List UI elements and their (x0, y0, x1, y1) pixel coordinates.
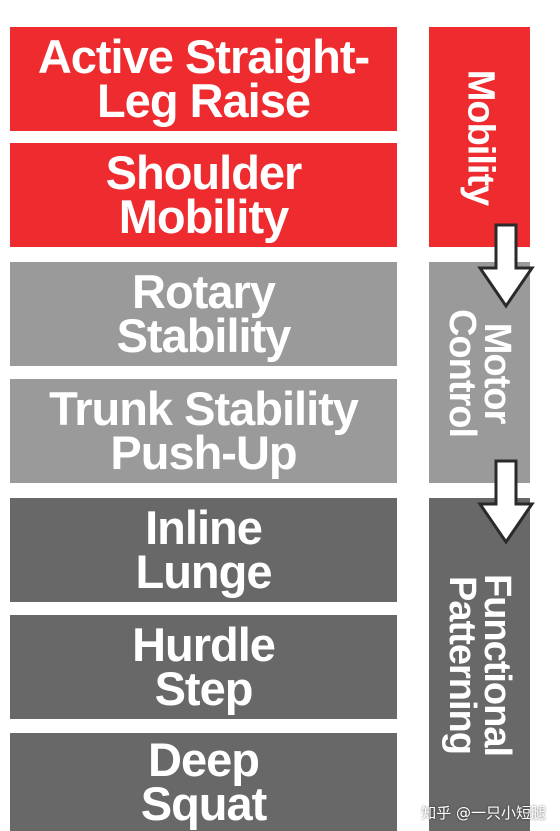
category-label: Mobility (459, 69, 502, 205)
down-arrow-icon (477, 223, 535, 309)
test-block-active-straight-leg-raise: Active Straight- Leg Raise (10, 27, 397, 131)
test-label: Shoulder Mobility (105, 146, 303, 243)
test-block-trunk-stability-push-up: Trunk Stability Push-Up (10, 379, 397, 483)
test-label: Rotary Stability (116, 265, 292, 362)
watermark: 知乎 @一只小短腿 (421, 804, 546, 822)
category-functional-patterning: Functional Patterning (429, 498, 530, 831)
test-block-inline-lunge: Inline Lunge (10, 498, 397, 602)
test-block-hurdle-step: Hurdle Step (10, 615, 397, 719)
test-label: Trunk Stability Push-Up (49, 382, 359, 479)
category-label: Functional Patterning (441, 573, 519, 756)
test-label: Deep Squat (140, 733, 268, 830)
category-mobility: Mobility (429, 27, 530, 247)
test-block-shoulder-mobility: Shoulder Mobility (10, 143, 397, 247)
test-label: Inline Lunge (135, 501, 273, 598)
test-label: Hurdle Step (132, 618, 276, 715)
test-block-rotary-stability: Rotary Stability (10, 262, 397, 366)
test-block-deep-squat: Deep Squat (10, 733, 397, 831)
category-motor-control: Motor Control (429, 262, 530, 483)
category-label: Motor Control (441, 308, 519, 437)
test-label: Active Straight- Leg Raise (37, 30, 370, 127)
down-arrow-icon (477, 459, 535, 545)
